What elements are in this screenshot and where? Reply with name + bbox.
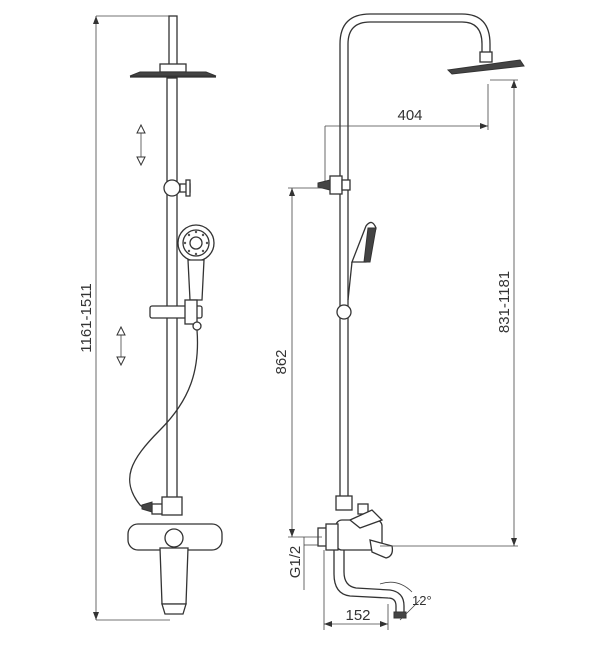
front-view: 1161-1511: [78, 15, 223, 621]
inlet-thread-dimension: G1/2: [287, 537, 318, 590]
spout-length-label: 152: [345, 607, 370, 624]
side-slide-holder: [336, 304, 352, 320]
arm-reach-dimension: 404: [324, 84, 489, 184]
arm-reach-label: 404: [397, 107, 422, 124]
outlet-height-label: 862: [273, 349, 290, 374]
total-height-label: 1161-1511: [78, 283, 95, 353]
side-view: 404: [273, 13, 525, 630]
side-riser-arm: [339, 13, 491, 504]
front-rain-head: [129, 63, 217, 78]
front-hose: [129, 329, 199, 512]
spout-angle-label: 12°: [412, 593, 432, 608]
front-mixer: [127, 496, 223, 615]
spout-angle-dimension: 12°: [379, 581, 432, 621]
front-hand-shower: [177, 224, 215, 301]
inlet-thread-label: G1/2: [287, 546, 304, 579]
adjust-arrow-icon: [116, 325, 126, 367]
side-hand-shower: [347, 221, 377, 301]
total-height-dimension: 1161-1511: [78, 15, 170, 621]
spout-length-dimension: 152: [323, 550, 389, 630]
side-spout: [333, 550, 397, 612]
outlet-height-dimension: 862: [273, 187, 330, 538]
front-main-column: [166, 77, 178, 499]
head-height-dimension: 831-1181: [380, 79, 518, 547]
head-height-label: 831-1181: [496, 271, 513, 333]
front-slide-holder: [149, 299, 203, 331]
adjust-arrow-icon: [136, 123, 146, 167]
front-wall-bracket: [163, 179, 191, 197]
side-mixer: [317, 495, 394, 559]
side-rain-head: [446, 51, 525, 75]
side-wall-bracket: [317, 175, 351, 195]
